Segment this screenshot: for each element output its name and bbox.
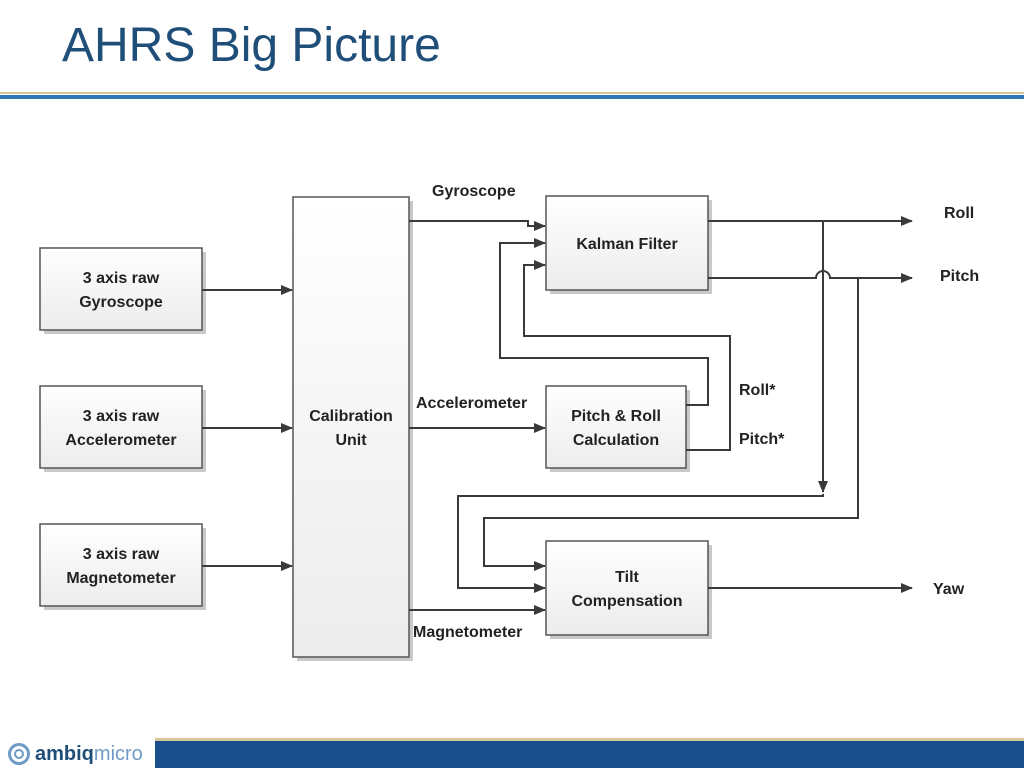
calibration-label-2: Unit [335, 432, 367, 449]
calibration-unit-box: Calibration Unit [292, 196, 413, 661]
title-rule-accent [0, 92, 1024, 94]
kalman-label: Kalman Filter [576, 236, 677, 253]
pitch-roll-calc-label-1: Pitch & Roll [571, 408, 661, 425]
pitch-roll-calc-box: Pitch & Roll Calculation [545, 385, 690, 472]
input-connectors [202, 285, 293, 571]
pitch-output-label: Pitch [940, 268, 979, 285]
pitch-roll-calc-label-2: Calculation [573, 432, 659, 449]
calibration-label-1: Calibration [309, 408, 393, 425]
accel-raw-box: 3 axis raw Accelerometer [39, 385, 206, 472]
gyro-signal-connector [409, 220, 546, 231]
roll-star-label: Roll* [739, 382, 776, 399]
logo-mark-icon [8, 743, 30, 765]
mag-raw-label-1: 3 axis raw [83, 546, 160, 563]
mag-raw-label-2: Magnetometer [66, 570, 175, 587]
accel-raw-label-1: 3 axis raw [83, 408, 160, 425]
logo-brand-light: micro [93, 742, 143, 765]
tilt-label-2: Compensation [571, 593, 682, 610]
magnetometer-signal-label: Magnetometer [413, 624, 522, 641]
roll-output-label: Roll [944, 205, 974, 222]
gyro-raw-label-1: 3 axis raw [83, 270, 160, 287]
company-logo: ambiq micro [8, 740, 143, 768]
gyroscope-signal-label: Gyroscope [432, 183, 516, 200]
gyro-raw-box: 3 axis raw Gyroscope [39, 247, 206, 334]
tilt-label-1: Tilt [615, 569, 639, 586]
footer-accent [155, 738, 1024, 741]
accelerometer-signal-label: Accelerometer [416, 395, 527, 412]
logo-brand-bold: ambiq [35, 742, 94, 765]
accel-raw-label-2: Accelerometer [65, 432, 176, 449]
kalman-filter-box: Kalman Filter [545, 195, 712, 294]
footer-bar [155, 741, 1024, 768]
tilt-compensation-box: Tilt Compensation [545, 540, 712, 639]
pitch-star-feedback [523, 260, 731, 451]
gyro-raw-label-2: Gyroscope [79, 294, 163, 311]
mag-raw-box: 3 axis raw Magnetometer [39, 523, 206, 610]
yaw-output-label: Yaw [933, 581, 965, 598]
pitch-star-label: Pitch* [739, 431, 785, 448]
slide-title: AHRS Big Picture [62, 19, 441, 72]
title-rule [0, 95, 1024, 99]
roll-star-feedback [499, 238, 709, 406]
kalman-outputs [457, 216, 913, 593]
